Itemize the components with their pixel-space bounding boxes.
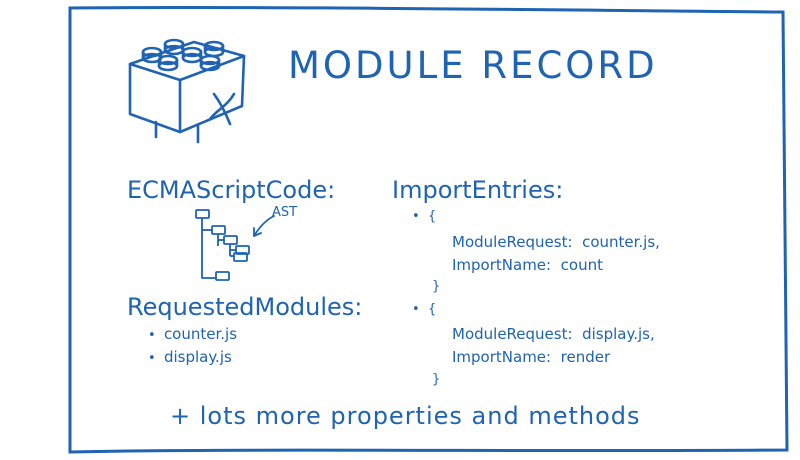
requestedmodules-heading: RequestedModules: — [127, 293, 363, 321]
ast-arrow — [253, 215, 275, 237]
requested-module-item: • display.js — [148, 348, 232, 366]
close-brace: } — [432, 372, 441, 387]
requested-module-item: • counter.js — [148, 325, 238, 343]
import-entry-open: • { — [412, 302, 437, 317]
import-entry-name: ImportName: count — [452, 256, 603, 274]
import-name-value: count — [560, 256, 603, 274]
requested-module-text: display.js — [163, 348, 232, 366]
import-entry-open: • { — [412, 209, 437, 224]
close-brace: } — [432, 279, 441, 294]
module-request-value: display.js, — [582, 325, 655, 343]
module-request-value: counter.js, — [582, 233, 660, 251]
ast-label: AST — [272, 205, 298, 220]
requested-module-text: counter.js — [163, 325, 238, 343]
ast-tree-icon — [195, 209, 250, 281]
import-entry-module: ModuleRequest: display.js, — [452, 325, 655, 343]
importentries-heading: ImportEntries: — [392, 176, 564, 204]
import-name-label: ImportName: — [452, 256, 552, 274]
lego-brick-icon — [128, 38, 246, 144]
import-entry-name: ImportName: render — [452, 348, 610, 366]
module-request-label: ModuleRequest: — [452, 233, 573, 251]
import-name-value: render — [560, 348, 611, 366]
open-brace: { — [427, 209, 437, 224]
module-request-label: ModuleRequest: — [452, 325, 573, 343]
ecmascriptcode-heading: ECMAScriptCode: — [127, 176, 336, 204]
diagram-title: MODULE RECORD — [288, 44, 658, 87]
import-name-label: ImportName: — [452, 348, 552, 366]
open-brace: { — [427, 302, 437, 317]
footer-note: + lots more properties and methods — [170, 402, 641, 430]
import-entry-module: ModuleRequest: counter.js, — [452, 233, 660, 251]
